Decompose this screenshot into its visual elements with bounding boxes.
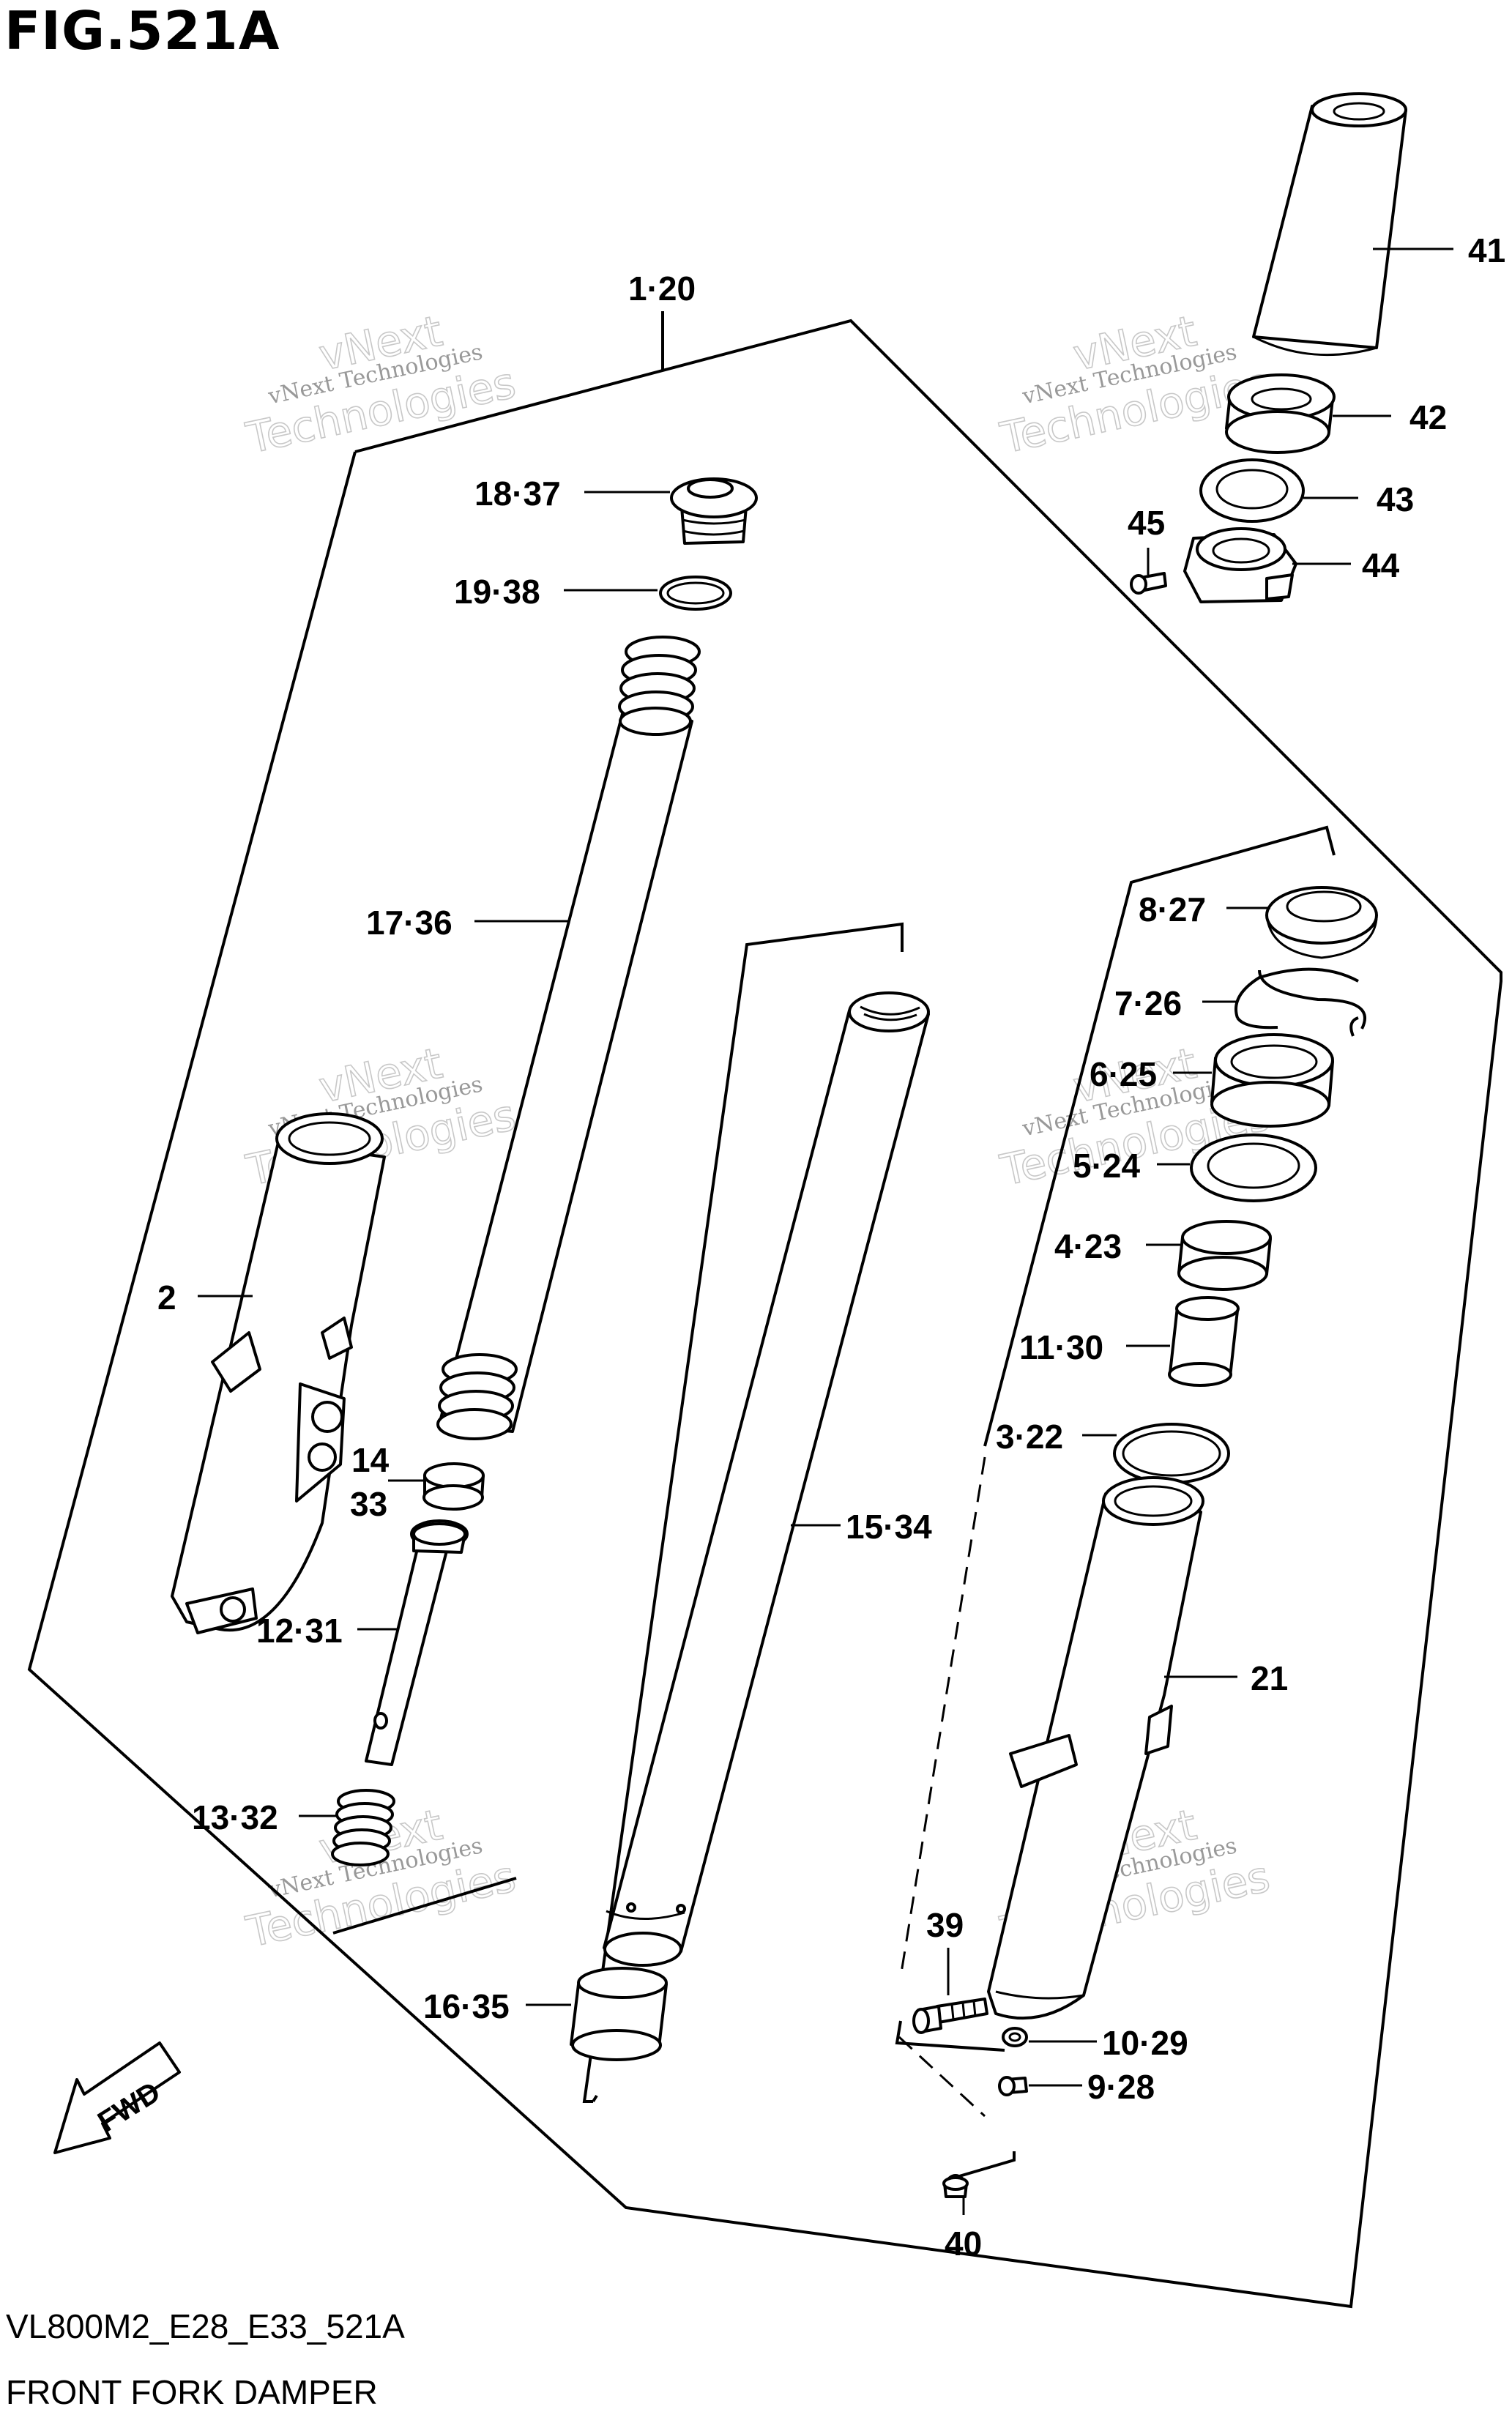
part-16-bush xyxy=(570,1967,668,2061)
label-4-23: 4·23 xyxy=(1054,1227,1122,1265)
label-40: 40 xyxy=(945,2225,982,2263)
part-12-rod xyxy=(365,1519,469,1766)
label-10-29: 10·29 xyxy=(1102,2024,1188,2062)
label-16-35: 16·35 xyxy=(423,1987,510,2025)
label-42: 42 xyxy=(1409,398,1447,436)
part-5-washer xyxy=(1190,1133,1317,1202)
assembly-outline-outer xyxy=(27,319,1502,2309)
figure-title: FIG.521A xyxy=(4,0,280,62)
label-1-20: 1·20 xyxy=(628,269,696,308)
label-12-31: 12·31 xyxy=(256,1612,343,1650)
label-19-38: 19·38 xyxy=(454,573,540,611)
label-13-32: 13·32 xyxy=(192,1798,278,1836)
part-8-dust-seal xyxy=(1265,886,1378,959)
inner-panel-left xyxy=(332,1877,517,1935)
label-2: 2 xyxy=(157,1278,176,1317)
label-15-34: 15·34 xyxy=(846,1508,932,1546)
part-4-bush xyxy=(1177,1220,1272,1291)
inner-panel-right xyxy=(983,825,1336,1447)
drawing-code: VL800M2_E28_E33_521A xyxy=(6,2307,405,2345)
fwd-arrow: FWD xyxy=(53,2041,181,2154)
inner-panel-right-dash xyxy=(899,1456,986,1978)
label-9-28: 9·28 xyxy=(1087,2068,1155,2106)
part-6-oil-seal xyxy=(1210,1033,1334,1128)
label-45: 45 xyxy=(1128,504,1165,542)
label-18-37: 18·37 xyxy=(474,474,561,513)
part-45-bolt xyxy=(1130,572,1167,595)
label-33: 33 xyxy=(350,1485,387,1523)
inner-panel-damper-base xyxy=(592,2094,598,2103)
part-7-circlip xyxy=(1234,967,1366,1037)
label-3-22: 3·22 xyxy=(996,1418,1063,1456)
label-21: 21 xyxy=(1251,1659,1288,1697)
part-17-spring xyxy=(436,636,701,1440)
part-42-ring xyxy=(1225,373,1336,454)
label-5-24: 5·24 xyxy=(1073,1147,1140,1185)
part-43-washer xyxy=(1199,458,1305,523)
label-11-30: 11·30 xyxy=(1019,1328,1103,1366)
figure-name: FRONT FORK DAMPER xyxy=(6,2373,378,2411)
part-41-cover xyxy=(1252,92,1407,357)
label-8-27: 8·27 xyxy=(1139,890,1206,928)
part-13-spring xyxy=(331,1789,395,1866)
part-18-cap-bolt xyxy=(670,477,758,545)
part-10-gasket xyxy=(1002,2027,1028,2047)
part-9-drain-bolt xyxy=(998,2076,1028,2096)
inner-panel-right-lower xyxy=(895,2020,1005,2052)
label-41: 41 xyxy=(1468,231,1505,269)
part-11-oil-lock xyxy=(1168,1296,1240,1387)
part-2-outer-tube xyxy=(171,1112,386,1634)
part-19-oring xyxy=(659,576,732,611)
label-7-26: 7·26 xyxy=(1114,984,1182,1022)
label-39: 39 xyxy=(926,1906,964,1944)
part-15-inner-tube xyxy=(603,991,930,1967)
label-17-36: 17·36 xyxy=(366,904,453,942)
callout-labels: 1·20 2 3·22 4·23 5·24 6·25 7·26 8·27 9·2… xyxy=(157,231,1505,2263)
label-14: 14 xyxy=(351,1441,390,1479)
part-3-ring xyxy=(1113,1423,1230,1484)
label-6-25: 6·25 xyxy=(1090,1055,1157,1093)
part-21-outer-tube xyxy=(987,1476,1204,2020)
label-44: 44 xyxy=(1362,546,1400,584)
part-14-collar xyxy=(422,1462,485,1511)
label-43: 43 xyxy=(1377,480,1414,518)
guide-line-40 xyxy=(898,2036,986,2118)
part-44-clamp xyxy=(1183,527,1297,603)
part-39-bolt xyxy=(912,1998,988,2034)
guide-line-40b xyxy=(951,2151,1016,2180)
part-40-cap xyxy=(942,2174,969,2198)
watermark-1: vNext Technologies vNext Technologies xyxy=(241,305,520,464)
